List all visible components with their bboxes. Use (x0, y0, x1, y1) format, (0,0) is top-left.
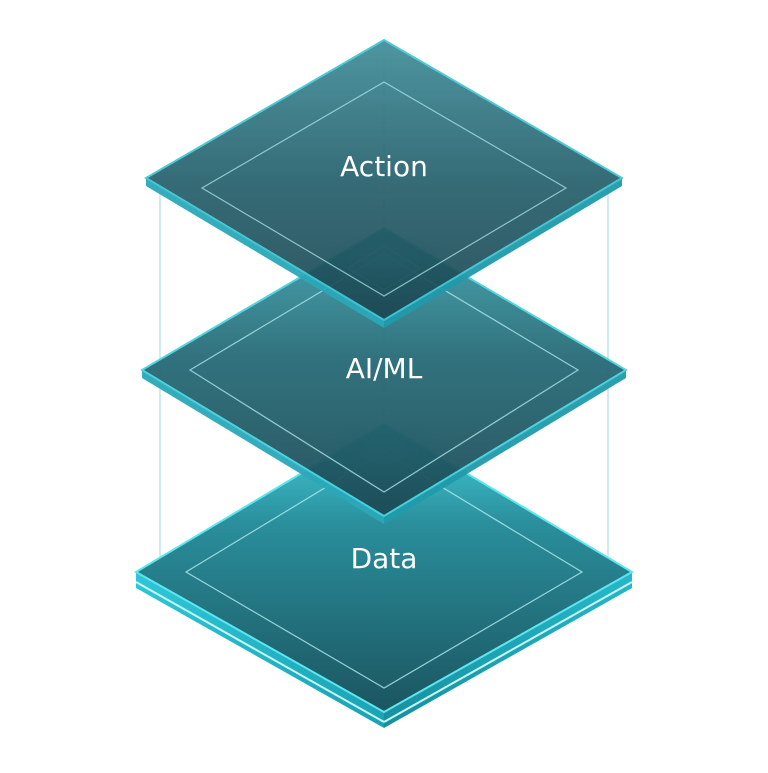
layer-aiml-face (140, 226, 628, 518)
layer-action: Action (144, 38, 624, 328)
layer-data-rim-left-side (136, 572, 384, 728)
layer-data-label: Data (351, 542, 418, 575)
layer-aiml-inner-outline (188, 253, 580, 493)
layer-data-inner-outline (184, 451, 584, 689)
layer-action-rim-left (146, 178, 384, 328)
layer-aiml-rim-left (142, 370, 384, 524)
layer-aiml-label: AI/ML (346, 352, 423, 385)
layer-action-inner-outline (200, 81, 568, 297)
layer-action-label: Action (340, 150, 428, 183)
layer-aiml-rim-right (384, 370, 626, 524)
layer-data-face (134, 422, 634, 714)
layer-data-rim-right-side (384, 572, 632, 728)
layer-action-face (144, 38, 624, 322)
layer-action-rim-right (384, 178, 622, 328)
